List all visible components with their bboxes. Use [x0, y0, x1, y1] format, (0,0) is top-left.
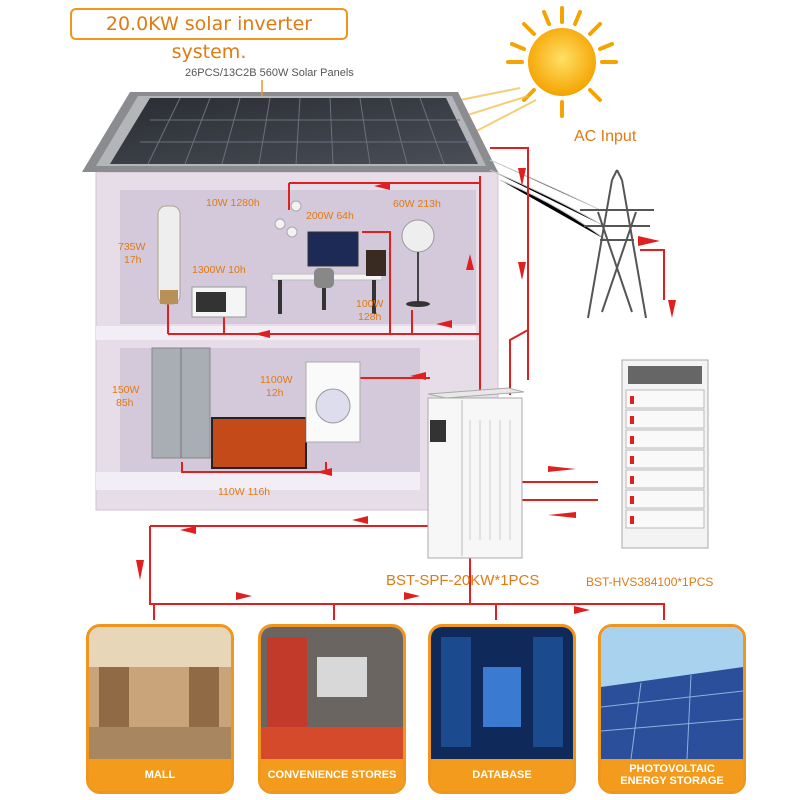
- app-card-convenience: CONVENIENCE STORES: [258, 624, 406, 794]
- sun-icon: [506, 6, 618, 118]
- washer-hours-label: 12h: [266, 387, 284, 399]
- app-label-convenience: CONVENIENCE STORES: [261, 759, 403, 791]
- tv-icon: [211, 417, 307, 469]
- fridge-watt-label: 150W: [112, 384, 140, 396]
- transmission-tower: [580, 169, 654, 319]
- microwave-icon: [191, 286, 247, 318]
- fan-icon: [401, 219, 435, 307]
- refrigerator-icon: [151, 347, 211, 459]
- heater-watt-label: 735W: [118, 241, 146, 253]
- app-label-pv-storage: PHOTOVOLTAIC ENERGY STORAGE: [601, 759, 743, 791]
- tower-heater-icon: [157, 205, 181, 305]
- datacenter-photo: [431, 627, 573, 759]
- fan-power-label: 60W 213h: [393, 198, 441, 210]
- inverter-model-label: BST-SPF-20KW*1PCS: [386, 572, 540, 589]
- speaker-icon: [366, 250, 386, 276]
- heater-hours-label: 17h: [124, 254, 142, 266]
- tv-power-label: 110W 116h: [218, 486, 271, 498]
- microwave-power-label: 1300W 10h: [192, 264, 246, 276]
- mall-photo: [89, 627, 231, 759]
- speaker-watt-label: 100W: [356, 298, 384, 310]
- pv-photo: [601, 627, 743, 759]
- computer-power-label: 200W 64h: [306, 210, 354, 222]
- solar-panel-array: [110, 97, 478, 165]
- ac-input-label: AC Input: [574, 128, 637, 145]
- store-photo: [261, 627, 403, 759]
- app-card-database: DATABASE: [428, 624, 576, 794]
- inverter-cabinet: [427, 387, 525, 559]
- battery-model-label: BST-HVS384100*1PCS: [586, 575, 714, 589]
- diagram-title: 20.0KW solar inverter system.: [70, 8, 348, 63]
- battery-rack: [621, 359, 709, 549]
- solar-panels-label: 26PCS/13C2B 560W Solar Panels: [185, 67, 354, 79]
- app-label-mall: MALL: [89, 759, 231, 791]
- chair-icon: [314, 268, 334, 310]
- app-card-pv-storage: PHOTOVOLTAIC ENERGY STORAGE: [598, 624, 746, 794]
- lamp-icon: [274, 200, 302, 238]
- washer-watt-label: 1100W: [260, 374, 293, 386]
- lamp-power-label: 10W 1280h: [206, 197, 260, 209]
- fridge-hours-label: 85h: [116, 397, 134, 409]
- app-label-database: DATABASE: [431, 759, 573, 791]
- app-card-mall: MALL: [86, 624, 234, 794]
- speaker-hours-label: 128h: [358, 311, 382, 323]
- washing-machine-icon: [305, 361, 361, 443]
